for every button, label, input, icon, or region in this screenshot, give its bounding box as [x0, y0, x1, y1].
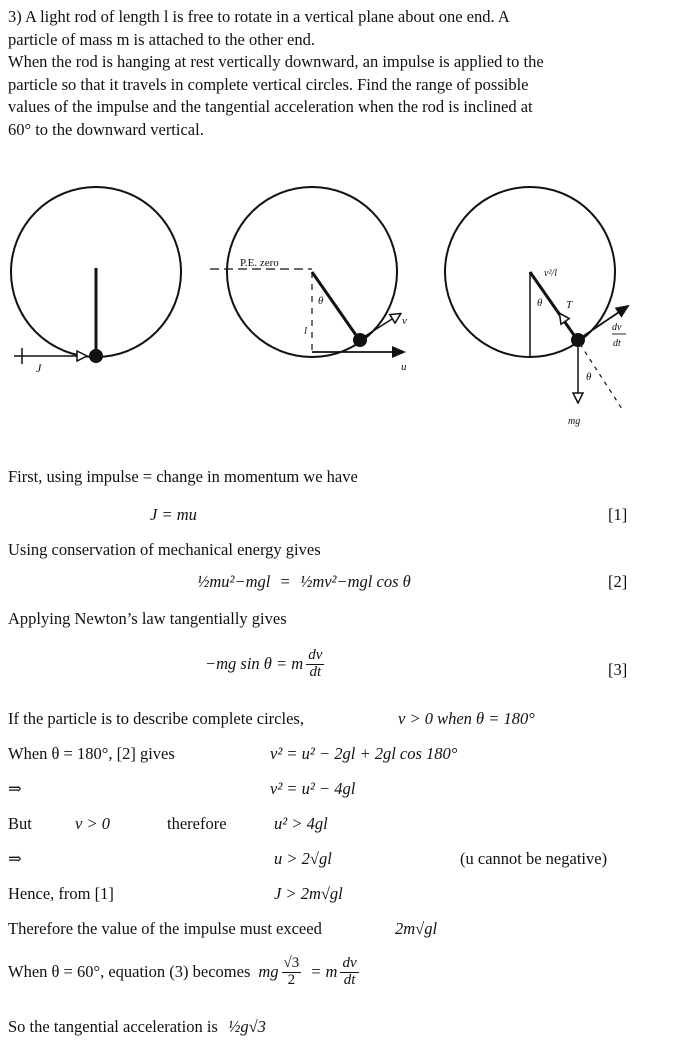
derivative-fraction: dv dt [306, 647, 325, 681]
note-u-positive: (u cannot be negative) [460, 849, 608, 868]
question-line: values of the impulse and the tangential… [8, 97, 533, 116]
label-centripetal: v²/l [544, 268, 557, 279]
solution-step-10: Therefore the value of the impulse must … [8, 919, 322, 938]
fraction-denominator: dt [343, 971, 356, 988]
condition-complete-circles: v > 0 when θ = 180° [398, 709, 535, 728]
mg-term: mg [258, 962, 279, 982]
circle-path [226, 186, 398, 358]
particle [353, 333, 367, 347]
particle [89, 349, 103, 363]
rod [310, 271, 360, 339]
tangential-accel-arrow [581, 304, 630, 338]
label-theta: θ [537, 297, 543, 309]
fraction-denominator: dt [309, 663, 322, 680]
question-line: particle so that it travels in complete … [8, 74, 529, 94]
circle-path [444, 186, 616, 358]
equation-2-right: ½mv²−mgl cos θ [299, 572, 411, 591]
solution-step-1: First, using impulse = change in momentu… [8, 467, 358, 486]
condition-v-positive: v > 0 [75, 814, 110, 833]
equation-v-squared: v² = u² − 2gl + 2gl cos 180° [270, 744, 458, 763]
circular-motion-figure: J P.E. zero θ l v u v²/l θ T dv dt θ mg [10, 186, 630, 427]
impulse-bound: 2m√gl [395, 919, 438, 938]
implies-arrow: ⇒ [8, 779, 22, 798]
equation-2-equals: = [280, 572, 290, 591]
equation-number: [1] [608, 505, 628, 524]
solution-step-2: Using conservation of mechanical energy … [8, 540, 321, 559]
solution-step-3: Applying Newton’s law tangentially gives [8, 609, 287, 628]
sqrt3-over-2-fraction: √3 2 [281, 955, 302, 989]
equation-2: ½mu²−mgl = ½mv²−mgl cos θ [197, 572, 411, 592]
equation-3: −mg sin θ = m dv dt [205, 647, 327, 681]
label-l: l [304, 325, 307, 337]
label-u: u [401, 361, 407, 373]
label-pe-zero: P.E. zero [240, 257, 279, 269]
particle [571, 333, 585, 347]
fraction-numerator: dv [306, 647, 325, 665]
question-line: 3) A light rod of length l is free to ro… [8, 7, 510, 26]
diagram-energy: P.E. zero θ l v u [210, 186, 407, 373]
velocity-arrow-v [361, 314, 400, 339]
solution-step-11: When θ = 60°, equation (3) becomes mg √3… [8, 955, 362, 989]
equation-1: J = mu [150, 505, 197, 524]
implies-arrow: ⇒ [8, 849, 22, 868]
question-line: When the rod is hanging at rest vertical… [8, 52, 544, 71]
fraction-numerator: √3 [281, 955, 302, 973]
question-line: 60° to the downward vertical. [8, 119, 204, 139]
solution-step-12: So the tangential acceleration is ½g√3 [8, 1017, 266, 1037]
derivative-fraction: dv dt [340, 955, 359, 989]
inequality-u: u > 2√gl [274, 849, 332, 868]
label-theta: θ [318, 295, 324, 307]
question-text: 3) A light rod of length l is free to ro… [8, 6, 680, 141]
therefore-label: therefore [167, 814, 227, 833]
solution-step-12-text: So the tangential acceleration is [8, 1017, 218, 1036]
fraction-numerator: dv [340, 955, 359, 973]
label-tension: T [566, 299, 573, 311]
tangential-acceleration: ½g√3 [227, 1017, 266, 1036]
inequality-J: J > 2m√gl [274, 884, 343, 903]
equation-3-left: −mg sin θ = m [205, 654, 304, 674]
label-weight: mg [568, 416, 580, 427]
label-dt: dt [613, 338, 621, 349]
equation-number: [3] [608, 660, 628, 679]
equation-v-squared-simplified: v² = u² − 4gl [270, 779, 356, 798]
solution-step-11-text: When θ = 60°, equation (3) becomes [8, 962, 251, 982]
solution-step-5: When θ = 180°, [2] gives [8, 744, 175, 763]
label-J: J [36, 361, 42, 375]
tension-arrow [560, 314, 572, 331]
label-theta: θ [586, 371, 592, 383]
label-dv: dv [612, 322, 622, 333]
diagram-initial: J [10, 186, 182, 375]
diagram-forces: v²/l θ T dv dt θ mg [444, 186, 630, 427]
solution-step-4: If the particle is to describe complete … [8, 709, 304, 728]
equation-2-left: ½mu²−mgl [197, 572, 271, 591]
but-label: But [8, 814, 32, 833]
equals-m: = m [310, 962, 338, 982]
label-v: v [402, 315, 407, 327]
inequality-u-squared: u² > 4gl [274, 814, 328, 833]
fraction-denominator: 2 [287, 971, 296, 988]
equation-number: [2] [608, 572, 628, 591]
solution-step-9: Hence, from [1] [8, 884, 114, 903]
question-line: particle of mass m is attached to the ot… [8, 29, 315, 49]
